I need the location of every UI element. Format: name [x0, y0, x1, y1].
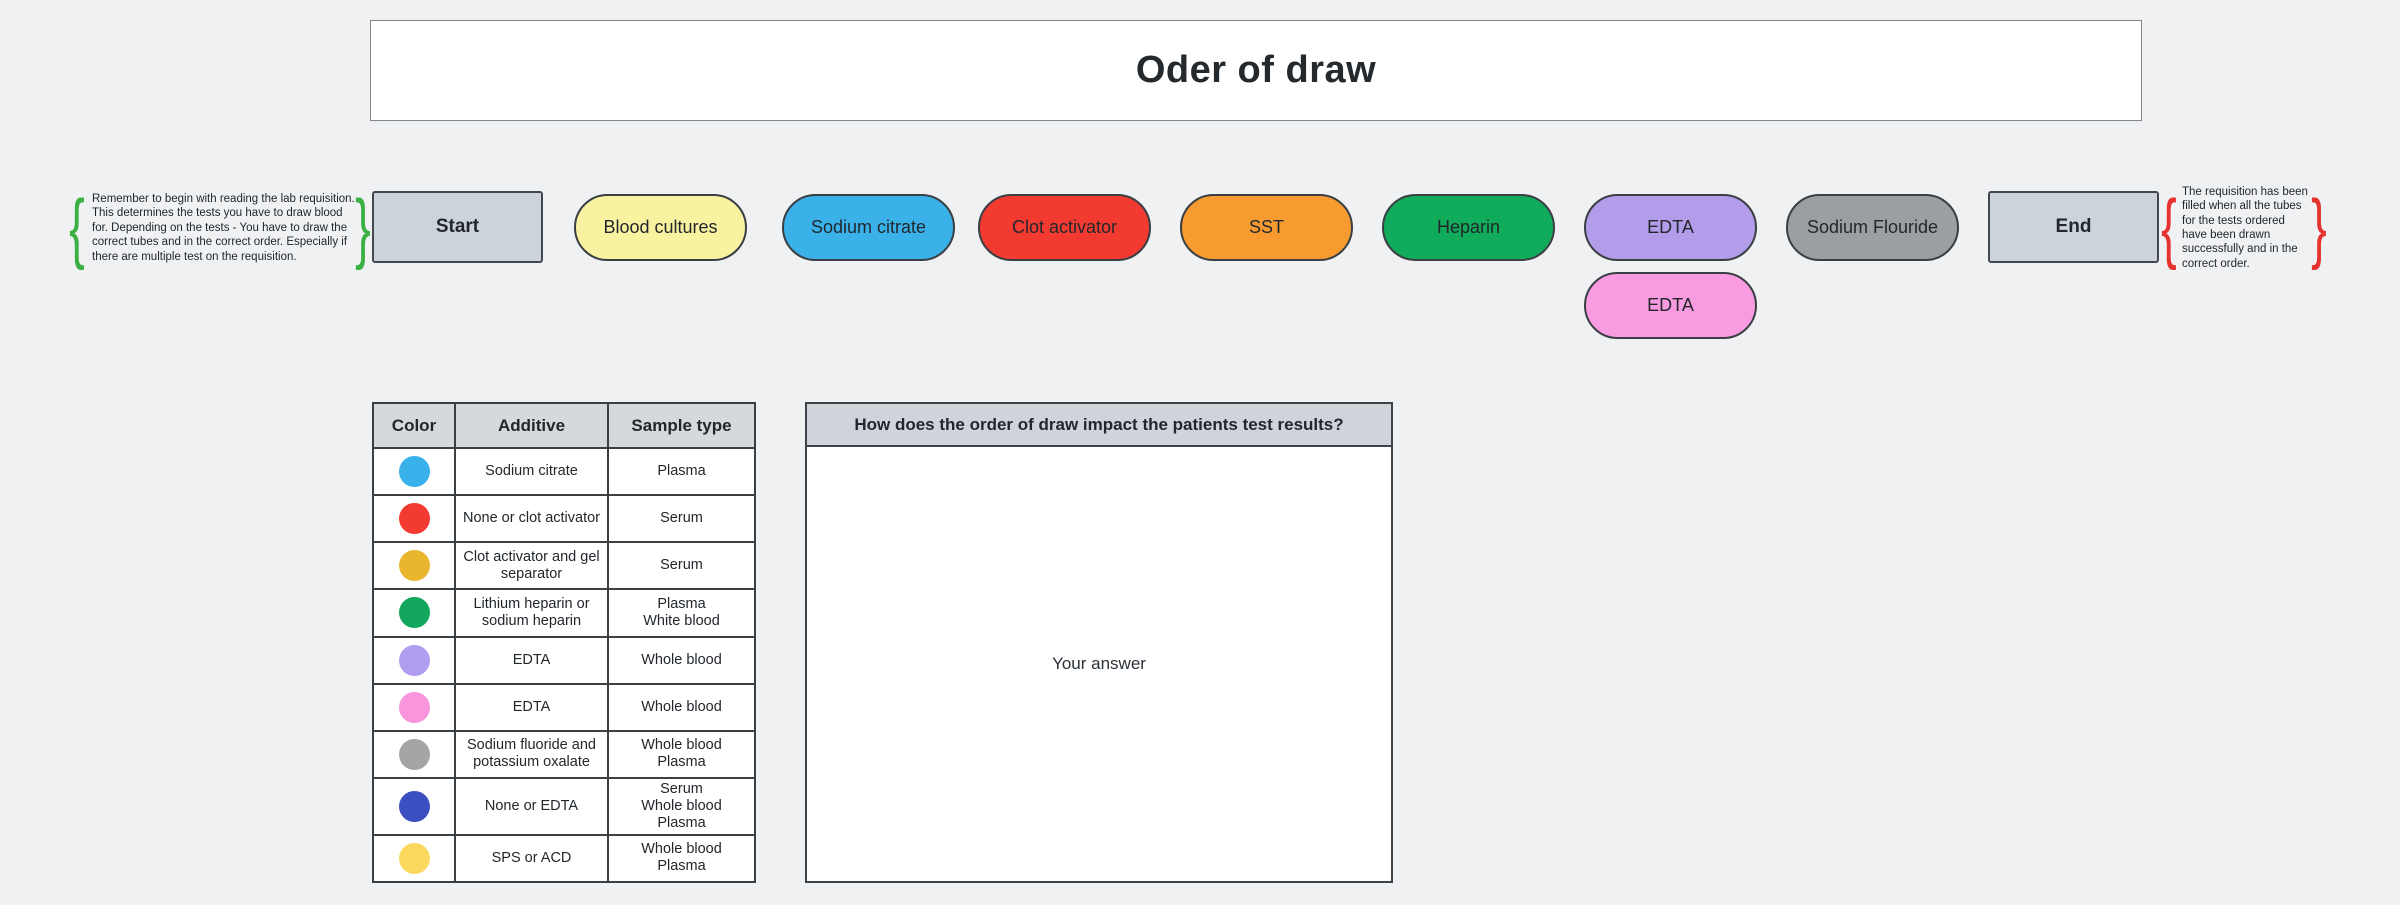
sample-type-cell: Serum	[607, 543, 754, 589]
additive-cell: Sodium citrate	[454, 449, 607, 495]
tube-color-dot	[398, 550, 430, 582]
answer-placeholder: Your answer	[1052, 654, 1146, 673]
flow-node-heparin[interactable]: Heparin	[1382, 194, 1555, 261]
flow-node-label: End	[2055, 216, 2092, 237]
flow-node-edta-pink[interactable]: EDTA	[1584, 272, 1757, 339]
right-note-text: The requisition has been filled when all…	[2182, 185, 2308, 270]
tube-color-cell	[374, 836, 454, 881]
flow-node-label: Sodium Flouride	[1806, 217, 1939, 237]
sample-type-cell: Serum Whole blood Plasma	[607, 778, 754, 834]
table-header-color: Color	[391, 416, 437, 435]
question-box[interactable]: How does the order of draw impact the pa…	[805, 402, 1393, 883]
additive-cell: Lithium heparin or sodium heparin	[454, 590, 607, 636]
right-note[interactable]: The requisition has been filled when all…	[2182, 186, 2310, 270]
question-header: How does the order of draw impact the pa…	[807, 404, 1391, 447]
flow-node-blood-cultures[interactable]: Blood cultures	[574, 194, 747, 261]
sample-type-cell: Plasma White blood	[607, 590, 754, 636]
tube-color-dot	[398, 597, 430, 629]
flow-node-label: EDTA	[1647, 295, 1694, 315]
additive-cell: None or clot activator	[454, 496, 607, 542]
flow-node-label: Heparin	[1436, 217, 1501, 237]
sample-type-cell: Whole blood	[607, 684, 754, 730]
flow-node-label: Sodium citrate	[810, 217, 927, 237]
tube-color-dot	[398, 790, 430, 822]
flow-node-label: SST	[1248, 217, 1284, 237]
tube-color-cell	[374, 638, 454, 683]
tube-color-cell	[374, 590, 454, 635]
left-note-close-brace: }	[355, 183, 371, 271]
flow-node-label: EDTA	[1647, 217, 1694, 237]
flow-node-sodium-citrate[interactable]: Sodium citrate	[782, 194, 955, 261]
flow-node-label: Clot activator	[1011, 217, 1118, 237]
additive-cell: Clot activator and gel separator	[454, 543, 607, 589]
tube-color-dot	[398, 503, 430, 535]
tube-color-cell	[374, 543, 454, 588]
flow-node-label: Blood cultures	[603, 217, 718, 237]
sample-type-cell: Whole blood Plasma	[607, 731, 754, 777]
left-note[interactable]: Remember to begin with reading the lab r…	[92, 192, 356, 264]
flow-node-start[interactable]: Start	[372, 191, 543, 263]
left-note-open-brace: {	[69, 183, 85, 271]
flow-node-sodium-flouride[interactable]: Sodium Flouride	[1786, 194, 1959, 261]
table-header-additive: Additive	[454, 404, 607, 447]
tube-color-dot	[398, 456, 430, 488]
tube-color-dot	[398, 842, 430, 874]
flow-node-clot-activator[interactable]: Clot activator	[978, 194, 1151, 261]
tube-color-cell	[374, 449, 454, 494]
additive-cell: None or EDTA	[454, 778, 607, 834]
flow-node-edta[interactable]: EDTA	[1584, 194, 1757, 261]
additive-cell: Sodium fluoride and potassium oxalate	[454, 731, 607, 777]
tube-color-cell	[374, 779, 454, 834]
question-header-text: How does the order of draw impact the pa…	[854, 414, 1344, 434]
tube-color-cell	[374, 496, 454, 541]
additive-cell: EDTA	[454, 684, 607, 730]
sample-type-cell: Plasma	[607, 449, 754, 495]
tube-table[interactable]: Color Additive Sample type Sodium citrat…	[372, 402, 756, 883]
additive-cell: EDTA	[454, 637, 607, 683]
tube-color-cell	[374, 732, 454, 777]
tube-color-dot	[398, 644, 430, 676]
title-box[interactable]: Oder of draw	[370, 20, 2142, 121]
page-title: Oder of draw	[1135, 49, 1377, 91]
table-header-row: Color Additive Sample type	[374, 404, 754, 447]
flow-node-sst[interactable]: SST	[1180, 194, 1353, 261]
additive-cell: SPS or ACD	[454, 835, 607, 881]
tube-color-dot	[398, 738, 430, 770]
right-note-close-brace: }	[2311, 183, 2327, 271]
sample-type-cell: Whole blood	[607, 637, 754, 683]
left-note-text: Remember to begin with reading the lab r…	[92, 192, 355, 263]
flow-node-label: Start	[435, 216, 480, 237]
sample-type-cell: Whole blood Plasma	[607, 835, 754, 881]
answer-area[interactable]: Your answer	[807, 447, 1391, 881]
tube-color-cell	[374, 685, 454, 730]
tube-color-dot	[398, 691, 430, 723]
table-header-sample: Sample type	[607, 404, 754, 447]
flow-node-end[interactable]: End	[1988, 191, 2159, 263]
right-note-open-brace: {	[2161, 183, 2177, 271]
sample-type-cell: Serum	[607, 496, 754, 542]
